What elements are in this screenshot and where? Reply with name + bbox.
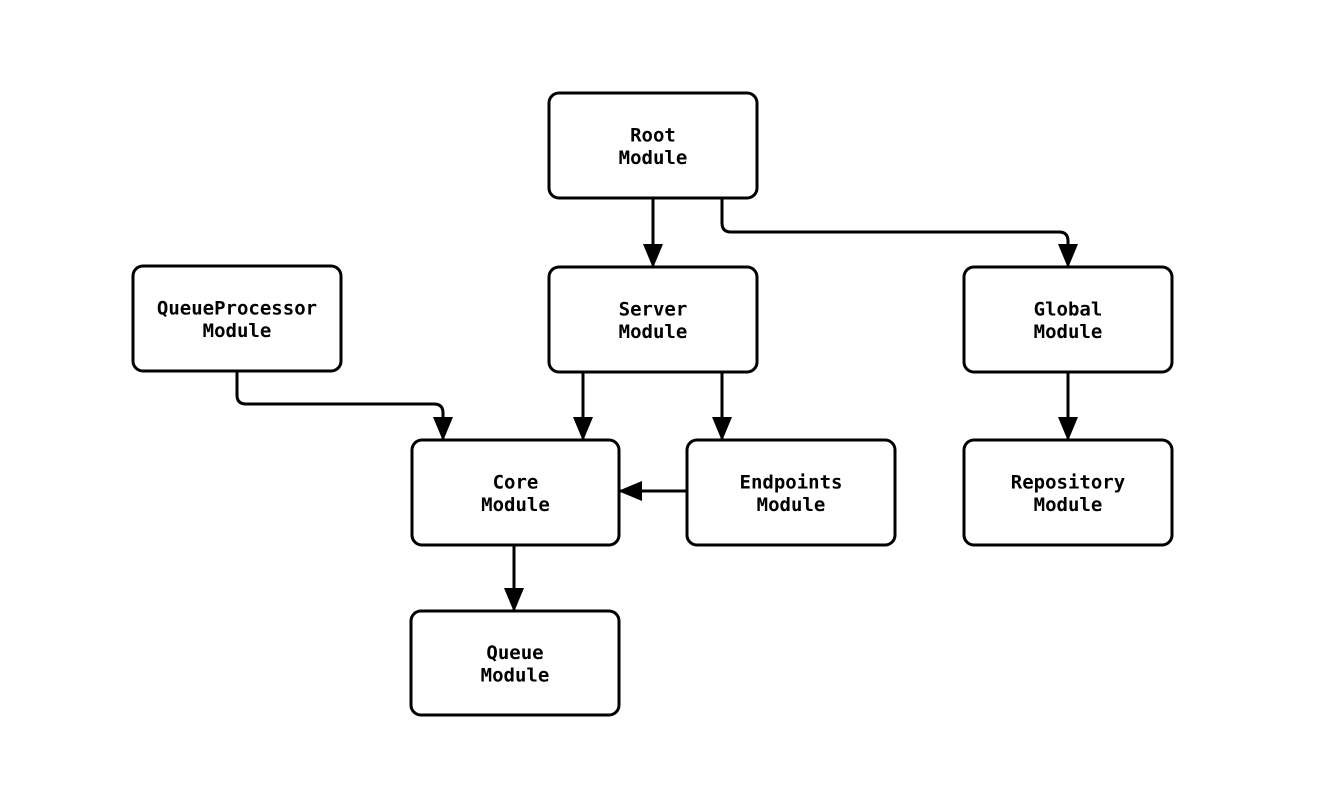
edges-layer (235, 198, 1078, 612)
node-box-queueprocessor (131, 264, 343, 373)
node-box-core (410, 438, 621, 547)
node-label-line: Module (619, 321, 688, 343)
node-label-line: Global (1034, 299, 1103, 321)
node-label-line: Queue (486, 642, 543, 664)
node-label-line: Module (757, 494, 826, 516)
node-box-global (962, 265, 1174, 374)
node-label-line: Module (481, 665, 550, 687)
node-box-server (547, 265, 759, 374)
node-label-line: QueueProcessor (157, 298, 317, 320)
edge-queueprocessor-to-core (235, 371, 453, 441)
node-label-line: Module (203, 320, 272, 342)
node-label-line: Repository (1011, 472, 1125, 494)
node-label-line: Endpoints (740, 472, 843, 494)
node-label-line: Core (493, 472, 539, 494)
node-label-line: Module (1034, 321, 1103, 343)
node-box-queue (409, 609, 621, 717)
node-label-line: Module (481, 494, 550, 516)
edge-root-to-global (720, 198, 1078, 268)
node-box-endpoints (685, 438, 897, 547)
node-label-line: Server (619, 299, 688, 321)
node-box-repository (962, 438, 1174, 547)
node-label-line: Module (1034, 494, 1103, 516)
node-label-line: Root (630, 125, 676, 147)
node-label-line: Module (619, 147, 688, 169)
node-box-root (547, 91, 759, 200)
